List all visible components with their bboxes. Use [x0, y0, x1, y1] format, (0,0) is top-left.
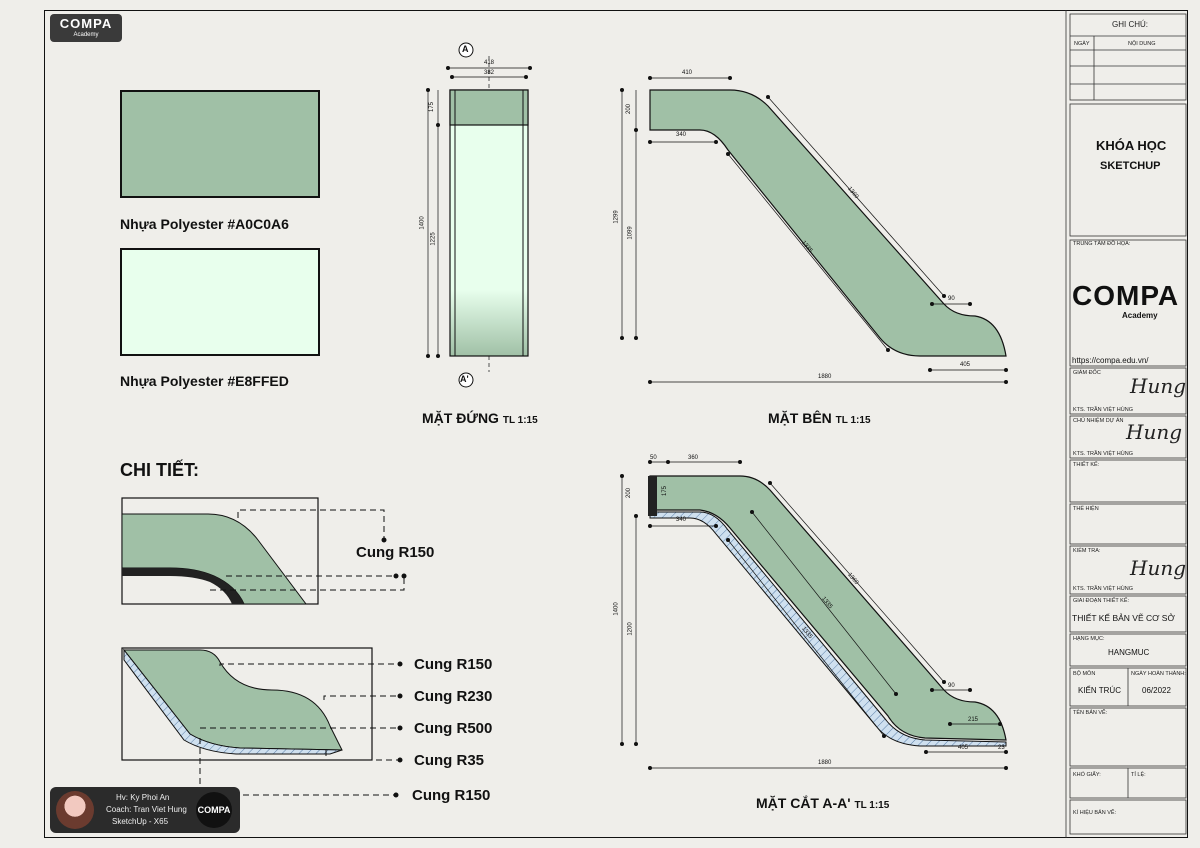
callout-r150-2: Cung R150: [412, 787, 491, 804]
section-view: [620, 460, 1008, 770]
tb-col-date: NGÀY: [1074, 41, 1090, 47]
side-view-title: MẶT BÊN TL 1:15: [768, 410, 871, 426]
tb-dept-label: BỘ MÔN: [1073, 671, 1096, 677]
tb-brand-sub: Academy: [1122, 311, 1158, 320]
tb-item-label: HẠNG MỤC:: [1073, 636, 1105, 642]
front-dim-inner: 382: [484, 70, 495, 76]
tb-done-label: NGÀY HOÀN THÀNH:: [1131, 671, 1186, 677]
tb-pm-name: KTS. TRẦN VIỆT HÙNG: [1073, 451, 1134, 457]
side-dim-h-total: 1299: [613, 210, 620, 224]
tb-notes-header: GHI CHÚ:: [1112, 20, 1148, 29]
student-class: SketchUp - X65: [112, 817, 169, 826]
tb-director-signature: Hung: [1130, 374, 1187, 398]
callout-r150-1: Cung R150: [414, 656, 493, 673]
sec-dim-tail-len: 405: [958, 745, 969, 751]
tb-url: https://compa.edu.vn/: [1072, 356, 1149, 365]
tb-stage-value: THIẾT KẾ BẢN VẼ CƠ SỞ: [1072, 613, 1175, 623]
tb-center-label: TRUNG TÂM ĐỒ HỌA:: [1073, 241, 1131, 247]
front-dim-total: 1400: [419, 216, 426, 230]
logo-subtext: Academy: [73, 32, 99, 38]
tb-exec-label: THỂ HIỆN: [1073, 506, 1099, 512]
section-marker-a: A: [462, 44, 469, 54]
detail-heading: CHI TIẾT:: [120, 460, 199, 480]
logo-text: COMPA: [59, 16, 113, 31]
tb-code-label: KÍ HIỆU BẢN VẼ:: [1073, 810, 1117, 816]
tb-paper-label: KHỔ GIẤY:: [1073, 772, 1101, 778]
front-dim-outer: 418: [484, 60, 495, 66]
side-dim-under: 340: [676, 132, 687, 138]
section-view-title: MẶT CẮT A-A' TL 1:15: [756, 795, 890, 811]
side-dim-tail-h: 90: [948, 296, 955, 302]
tb-design-label: THIẾT KẾ:: [1073, 462, 1100, 468]
side-dim-tail-len: 405: [960, 362, 971, 368]
tb-check-label: KIỂM TRA:: [1073, 548, 1101, 554]
front-view-title: MẶT ĐỨNG TL 1:15: [422, 410, 538, 426]
detail-top: [121, 497, 407, 605]
tb-brand: COMPA: [1072, 280, 1180, 311]
material-label-green: Nhựa Polyester #A0C0A6: [120, 216, 289, 232]
tb-done-value: 06/2022: [1142, 686, 1171, 695]
tb-pm-signature: Hung: [1126, 420, 1183, 444]
tb-director-name: KTS. TRẦN VIỆT HÙNG: [1073, 407, 1134, 413]
drawing-frame: [44, 10, 1188, 838]
front-dim-body: 1225: [430, 232, 437, 246]
callout-r35: Cung R35: [414, 752, 485, 769]
student-name: Hv: Ky Phoi An: [116, 793, 170, 802]
sec-dim-tail-small: 23: [998, 745, 1005, 751]
avatar: [56, 791, 94, 829]
tb-check-name: KTS. TRẦN VIỆT HÙNG: [1073, 586, 1134, 592]
detail-bottom: [121, 647, 403, 798]
tb-course-l2: SKETCHUP: [1100, 160, 1161, 172]
callout-top-r150: Cung R150: [356, 544, 435, 561]
tb-director-label: GIÁM ĐỐC: [1073, 370, 1101, 376]
sec-dim-top-h2: 175: [662, 485, 669, 497]
section-marker-a-end: A': [460, 374, 469, 384]
student-compa-logo: COMPA: [196, 792, 232, 828]
tb-course-l1: KHÓA HỌC: [1096, 138, 1167, 153]
swatch-mint: [120, 248, 320, 356]
tb-col-content: NỘI DUNG: [1128, 41, 1156, 47]
front-dim-top: 175: [429, 101, 436, 113]
material-label-mint: Nhựa Polyester #E8FFED: [120, 373, 289, 389]
sec-dim-small: 50: [650, 455, 657, 461]
side-dim-top-h: 200: [626, 103, 633, 115]
sec-dim-h-mid: 1200: [627, 622, 634, 636]
callout-r230: Cung R230: [414, 688, 493, 705]
tb-drawing-name-label: TÊN BẢN VẼ:: [1073, 710, 1108, 716]
sec-dim-under: 340: [676, 517, 687, 523]
swatch-green: [120, 90, 320, 198]
callout-r500: Cung R500: [414, 720, 493, 737]
front-view: [426, 42, 532, 388]
sec-dim-tail-h: 90: [948, 683, 955, 689]
tb-item-value: HANGMUC: [1108, 648, 1150, 657]
side-dim-top-len: 410: [682, 70, 693, 76]
sec-dim-tail-in: 215: [968, 717, 979, 723]
tb-ratio-label: TỈ LỆ:: [1131, 772, 1146, 778]
tb-dept-value: KIẾN TRÚC: [1078, 686, 1121, 695]
sec-dim-h-total: 1400: [613, 602, 620, 616]
titleblock-frame: [1065, 10, 1187, 838]
side-dim-h-mid: 1099: [627, 226, 634, 240]
student-badge: Hv: Ky Phoi An Coach: Tran Viet Hung Ske…: [50, 787, 240, 833]
sec-dim-total-len: 1880: [818, 760, 832, 766]
tb-pm-label: CHỦ NHIỆM DỰ ÁN: [1073, 418, 1124, 424]
compa-logo: COMPA Academy: [50, 14, 122, 42]
tb-stage-label: GIAI ĐOẠN THIẾT KẾ:: [1073, 598, 1130, 604]
student-coach: Coach: Tran Viet Hung: [106, 805, 187, 814]
tb-check-signature: Hung: [1130, 556, 1187, 580]
sec-dim-top-len: 360: [688, 455, 699, 461]
side-dim-total-len: 1880: [818, 374, 832, 380]
side-view: [620, 76, 1008, 384]
sec-dim-top-h: 200: [626, 487, 633, 499]
